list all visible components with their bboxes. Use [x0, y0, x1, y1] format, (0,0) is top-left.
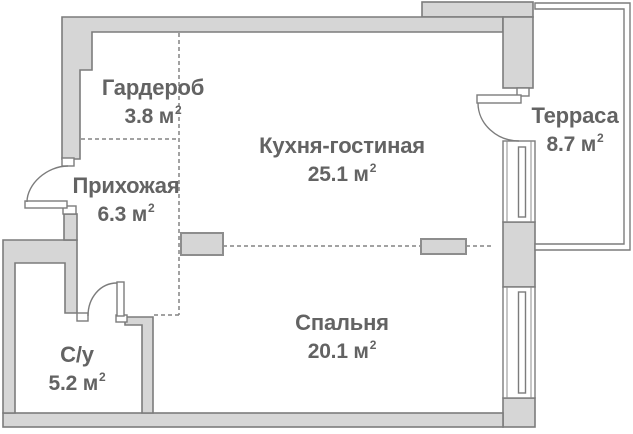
room-label-hallway: Прихожая 6.3 м2	[73, 174, 180, 227]
entrance-door-jamb-top	[61, 157, 75, 167]
window-lower-right	[502, 286, 536, 399]
wall-bottom	[2, 412, 504, 428]
room-label-terrace: Терраса 8.7 м2	[531, 104, 618, 157]
terrace-door-hinge	[516, 87, 530, 97]
room-label-bedroom: Спальня 20.1 м2	[295, 311, 389, 364]
bath-door-swing	[87, 282, 118, 317]
entrance-door-jamb-bottom	[62, 205, 77, 215]
wall-bottom-right	[502, 397, 536, 428]
room-name: С/у	[60, 342, 94, 367]
entrance-door-leaf	[24, 200, 68, 209]
partition-block-right	[420, 238, 467, 255]
window-upper-right	[502, 140, 536, 223]
partition-block-left	[180, 232, 224, 256]
room-label-bathroom: С/у 5.2 м2	[48, 343, 105, 396]
terrace-door-swing	[477, 102, 520, 142]
room-area: 20.1 м2	[307, 338, 377, 363]
room-name: Спальня	[295, 310, 389, 335]
wall-right-mid	[502, 221, 536, 288]
room-name: Терраса	[531, 103, 619, 128]
bath-door-hinge	[76, 312, 89, 322]
room-name: Кухня-гостиная	[259, 133, 425, 158]
room-label-wardrobe: Гардероб 3.8 м2	[101, 75, 205, 129]
room-name: Прихожая	[72, 173, 180, 198]
entrance-door-swing	[26, 165, 69, 203]
terrace-door-leaf	[476, 94, 522, 104]
room-area: 3.8 м2	[124, 103, 182, 128]
room-area: 8.7 м2	[546, 131, 604, 156]
room-area: 5.2 м2	[48, 370, 106, 395]
wall-top-pilaster	[421, 1, 534, 18]
room-label-kitchen-living: Кухня-гостиная 25.1 м2	[259, 134, 425, 187]
room-area: 6.3 м2	[97, 201, 155, 226]
room-area: 25.1 м2	[307, 161, 377, 186]
room-name: Гардероб	[101, 75, 205, 100]
wall-bathroom-left	[2, 239, 78, 414]
bath-door-leaf	[116, 281, 125, 317]
terrace-railing	[534, 2, 631, 251]
wall-right-top	[502, 16, 534, 89]
wall-bathroom-right	[124, 316, 154, 414]
